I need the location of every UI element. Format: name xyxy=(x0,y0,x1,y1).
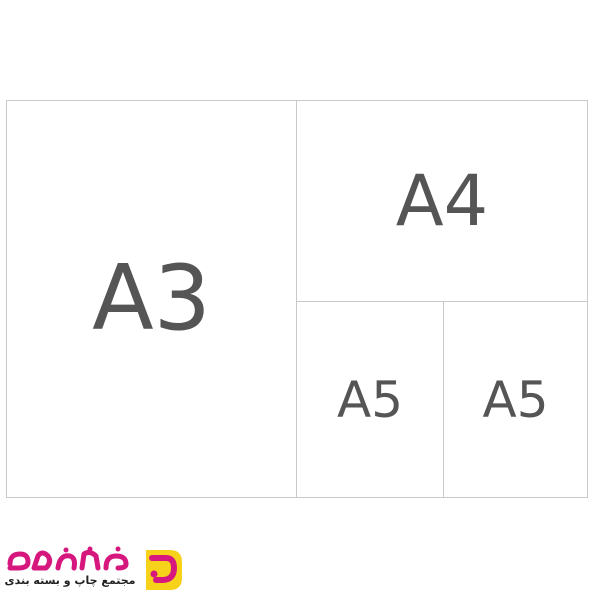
sheet-a3-label: A3 xyxy=(92,246,211,351)
sheet-a5-right: A5 xyxy=(444,302,587,497)
sheet-a3: A3 xyxy=(7,101,297,497)
logo-badge-icon xyxy=(146,550,182,590)
brand-logo: مجتمع چاپ و بسته بندی xyxy=(4,546,190,596)
sheet-a5-left-label: A5 xyxy=(336,370,403,429)
logo-tagline: مجتمع چاپ و بسته بندی xyxy=(4,574,136,587)
sheet-a5-right-label: A5 xyxy=(482,370,549,429)
sheet-a4-label: A4 xyxy=(395,160,489,242)
paper-size-diagram: A3 A4 A5 A5 xyxy=(6,100,588,498)
sheet-a5-left: A5 xyxy=(297,302,444,497)
sheet-a4: A4 xyxy=(297,101,587,302)
logo-wordmark-icon xyxy=(7,546,129,571)
